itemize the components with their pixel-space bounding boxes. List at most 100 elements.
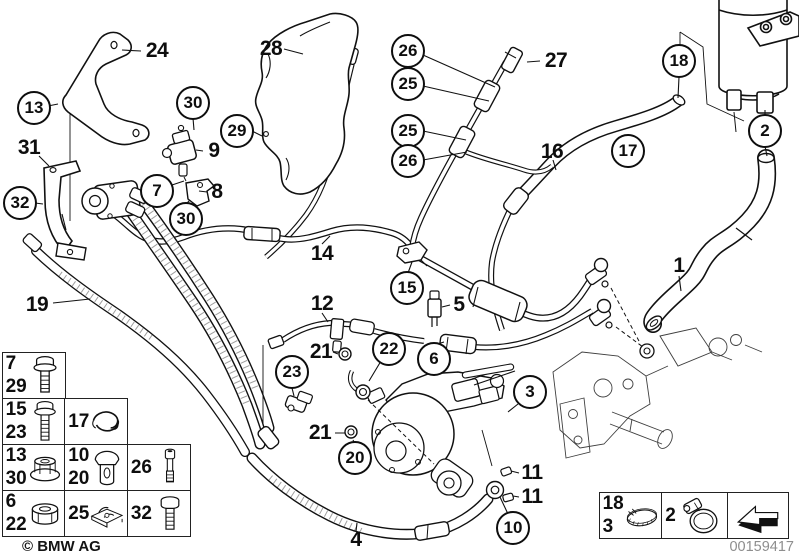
callout-26[interactable]: 26	[391, 144, 425, 178]
callout-27[interactable]: 27	[544, 49, 568, 72]
legend-cell-2[interactable]: 2	[661, 492, 729, 539]
part-number-32: 32	[130, 502, 152, 524]
callout-13[interactable]: 13	[17, 91, 51, 125]
section-frame-lines	[679, 31, 745, 122]
part-number-22: 22	[5, 514, 27, 535]
hex-nut-icon	[27, 501, 63, 527]
legend-cell-direction-arrow[interactable]	[726, 492, 789, 539]
callout-10[interactable]: 10	[496, 511, 530, 545]
callout-22[interactable]: 22	[372, 332, 406, 366]
ghost-subframe	[552, 327, 763, 459]
callout-6[interactable]: 6	[417, 342, 451, 376]
callout-1[interactable]: 1	[673, 254, 685, 277]
callout-3[interactable]: 3	[513, 375, 547, 409]
callout-7[interactable]: 7	[140, 174, 174, 208]
part-number-18: 18	[602, 493, 624, 514]
callout-16[interactable]: 16	[540, 140, 564, 163]
callout-14[interactable]: 14	[310, 242, 334, 265]
callout-30[interactable]: 30	[176, 86, 210, 120]
callout-15[interactable]: 15	[390, 271, 424, 305]
flange-bolt-icon	[27, 355, 63, 397]
part-numbers: 2	[664, 494, 676, 537]
callout-12[interactable]: 12	[310, 292, 334, 315]
gear-port-ring	[639, 343, 655, 359]
part-number-13: 13	[5, 445, 27, 466]
callout-18[interactable]: 18	[662, 44, 696, 78]
callout-30[interactable]: 30	[169, 202, 203, 236]
callout-8[interactable]: 8	[211, 180, 223, 203]
parts-cell-26[interactable]: 26	[126, 444, 191, 491]
callout-11[interactable]: 11	[521, 485, 543, 508]
callout-32[interactable]: 32	[3, 186, 37, 220]
part-number-15: 15	[5, 399, 27, 420]
return-hose-17-pipe-16	[488, 94, 686, 331]
return-line-12-6	[267, 308, 594, 355]
part-numbers: 26	[130, 446, 152, 489]
callout-9[interactable]: 9	[208, 139, 220, 162]
part-number-3: 3	[602, 516, 614, 537]
callout-2[interactable]: 2	[748, 114, 782, 148]
callout-28[interactable]: 28	[259, 37, 283, 60]
worm-drive-clamp-icon	[676, 496, 725, 536]
callout-19[interactable]: 19	[25, 293, 49, 316]
callout-25[interactable]: 25	[391, 67, 425, 101]
cage-nut-icon	[89, 496, 125, 532]
part-number-26: 26	[130, 456, 152, 478]
steering-gear	[366, 363, 516, 498]
callout-4[interactable]: 4	[350, 528, 362, 551]
copyright-text: © BMW AG	[22, 538, 101, 555]
part-number-10: 10	[68, 445, 90, 466]
callout-29[interactable]: 29	[220, 114, 254, 148]
callout-11[interactable]: 11	[521, 461, 543, 484]
flange-bolt-long-icon	[27, 400, 63, 444]
callout-5[interactable]: 5	[453, 293, 465, 316]
part-number-29: 29	[5, 376, 27, 397]
part-numbers: 25	[67, 492, 89, 535]
callout-24[interactable]: 24	[145, 39, 169, 62]
callout-21[interactable]: 21	[308, 421, 332, 444]
part-number-6: 6	[5, 491, 17, 512]
pressure-hoses-19	[22, 193, 280, 457]
callout-20[interactable]: 20	[338, 441, 372, 475]
callout-31[interactable]: 31	[17, 136, 41, 159]
flange-nut-icon	[27, 453, 63, 483]
parts-cell-25[interactable]: 25	[64, 490, 129, 537]
part-number-2: 2	[665, 504, 676, 526]
parts-cell-17[interactable]: 17	[64, 398, 129, 445]
ball-pipe-fittings	[584, 257, 613, 329]
callout-25[interactable]: 25	[391, 114, 425, 148]
sealing-plug-icon	[89, 448, 125, 488]
part-number-25: 25	[68, 502, 90, 524]
line-to-gear-with-damper	[396, 241, 600, 327]
leader-lines	[34, 48, 768, 532]
callout-17[interactable]: 17	[611, 134, 645, 168]
callout-23[interactable]: 23	[275, 355, 309, 389]
assembly-dash-lines	[367, 287, 644, 465]
suction-hose-1	[643, 149, 777, 333]
callout-26[interactable]: 26	[391, 34, 425, 68]
part-numbers: 17	[67, 400, 89, 443]
parts-cell-32[interactable]: 32	[126, 490, 191, 537]
direction-arrow-icon	[730, 498, 786, 534]
callout-21[interactable]: 21	[309, 340, 333, 363]
hose-clamp-icon	[624, 498, 660, 534]
part-number-7: 7	[5, 353, 17, 374]
expansion-hose-4	[246, 452, 515, 541]
part-number-17: 17	[68, 410, 90, 432]
